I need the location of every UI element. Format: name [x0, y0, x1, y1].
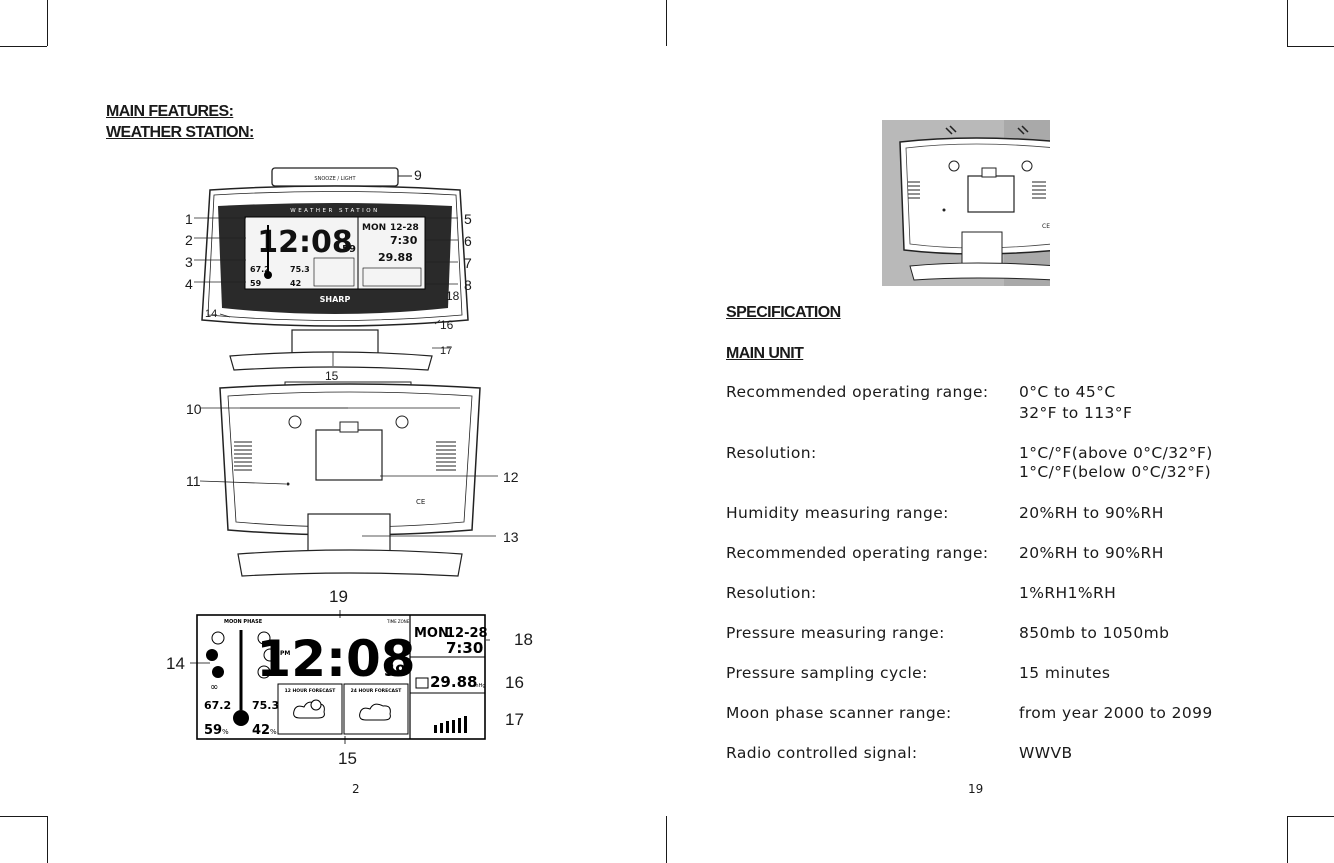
callout-6: 6 — [464, 233, 472, 249]
crop-mark — [1287, 46, 1334, 47]
weather-station-band-label: WEATHER STATION — [290, 208, 379, 214]
callout-4: 4 — [185, 276, 193, 292]
main-unit-heading: MAIN UNIT — [726, 345, 804, 362]
callout-2: 2 — [185, 232, 193, 248]
crop-mark — [47, 816, 48, 863]
callout-18-lcd: 18 — [514, 630, 533, 649]
callout-5: 5 — [464, 211, 472, 227]
front-lcd-outdoor-temp: 75.3 — [290, 265, 310, 274]
spec-label: Pressure sampling cycle: — [726, 664, 928, 682]
callout-14-lcd: 14 — [166, 654, 185, 673]
lcd-time-zone: TIME ZONE — [386, 619, 410, 624]
front-lcd-indoor-hum: 59 — [250, 279, 262, 288]
spec-value: 20%RH to 90%RH — [1019, 504, 1164, 522]
callout-17-front: 17 — [440, 345, 453, 357]
crop-mark — [666, 0, 667, 46]
page-number-left: 2 — [352, 782, 360, 796]
front-lcd-alarm: 7:30 — [390, 234, 418, 247]
spec-label: Recommended operating range: — [726, 544, 989, 562]
spec-label: Recommended operating range: — [726, 383, 989, 401]
callout-11: 11 — [186, 473, 201, 489]
callout-15-lcd: 15 — [338, 749, 357, 768]
forecast-12-label: 12 HOUR FORECAST — [285, 688, 337, 694]
spec-value: 20%RH to 90%RH — [1019, 544, 1164, 562]
lcd-indoor-temp: 67.2 — [204, 699, 231, 712]
weather-station-heading: WEATHER STATION: — [106, 124, 254, 141]
spec-value: from year 2000 to 2099 — [1019, 704, 1213, 722]
crop-mark — [47, 0, 48, 46]
crop-mark — [666, 816, 667, 863]
crop-mark — [1287, 0, 1288, 46]
specification-heading: SPECIFICATION — [726, 304, 841, 321]
spec-label: Resolution: — [726, 444, 817, 462]
moon-phase-label: MOON PHASE — [224, 619, 263, 625]
callout-13: 13 — [503, 529, 519, 545]
photo-ce-mark: CE — [1042, 223, 1050, 230]
callout-18-front: 18 — [446, 289, 460, 303]
callout-16-lcd: 16 — [505, 673, 524, 692]
callout-9: 9 — [414, 167, 422, 183]
lcd-main-time: 12:08 — [256, 630, 415, 688]
lcd-day: MON — [414, 626, 449, 641]
spec-value: 32°F to 113°F — [1019, 404, 1133, 422]
front-lcd-date: 12-28 — [390, 223, 419, 233]
spec-value: 15 minutes — [1019, 664, 1111, 682]
callout-12: 12 — [503, 469, 519, 485]
crop-mark — [1287, 816, 1334, 817]
spec-label: Pressure measuring range: — [726, 624, 945, 642]
callout-10: 10 — [186, 401, 202, 417]
spec-value: 1°C/°F(above 0°C/32°F) — [1019, 444, 1213, 462]
front-lcd-pressure: 29.88 — [378, 251, 413, 264]
front-lcd-outdoor-hum: 42 — [290, 279, 301, 288]
callout-19: 19 — [329, 587, 348, 606]
callout-1: 1 — [185, 211, 193, 227]
crop-mark — [0, 816, 47, 817]
callout-16-front: 16 — [440, 318, 454, 332]
front-lcd-seconds: 59 — [342, 244, 356, 255]
back-ce-mark: CE — [416, 498, 425, 506]
lcd-seconds: 59 — [384, 661, 406, 680]
spec-label: Humidity measuring range: — [726, 504, 949, 522]
back-view-figure: CE — [199, 381, 498, 577]
lcd-pressure: 29.88 — [430, 673, 477, 691]
lcd-alarm: 7:30 — [446, 639, 483, 657]
front-view-figure: SNOOZE / LIGHT WEATHER STATION 12:08 59 … — [194, 167, 469, 371]
page-number-right: 19 — [968, 782, 984, 796]
main-features-heading: MAIN FEATURES: — [106, 103, 234, 120]
lcd-indoor-hum-percent: % — [222, 728, 229, 736]
lcd-outdoor-temp: 75.3 — [252, 699, 279, 712]
crop-mark — [0, 46, 47, 47]
spec-value: WWVB — [1019, 744, 1073, 762]
callout-8: 8 — [464, 277, 472, 293]
spec-label: Moon phase scanner range: — [726, 704, 952, 722]
lcd-indoor-hum: 59 — [204, 723, 222, 738]
callout-14-front: 14 — [205, 308, 218, 320]
lcd-outdoor-hum-percent: % — [270, 728, 277, 736]
callout-17-lcd: 17 — [505, 710, 524, 729]
spec-value: 1°C/°F(below 0°C/32°F) — [1019, 463, 1212, 481]
spec-value: 1%RH1%RH — [1019, 584, 1117, 602]
crop-mark — [1287, 816, 1288, 863]
spec-label: Radio controlled signal: — [726, 744, 918, 762]
lcd-detail-figure: MOON PHASE PM 12:08 59 TIME ZONE MON 12-… — [190, 610, 490, 744]
spec-value: 0°C to 45°C — [1019, 383, 1116, 401]
spec-value: 850mb to 1050mb — [1019, 624, 1170, 642]
lcd-pm: PM — [280, 650, 290, 657]
forecast-24-label: 24 HOUR FORECAST — [351, 688, 403, 694]
lcd-outdoor-hum: 42 — [252, 723, 270, 738]
lcd-date: 12-28 — [446, 626, 488, 641]
lcd-infinity: ∞ — [210, 682, 218, 693]
snooze-light-label: SNOOZE / LIGHT — [314, 176, 356, 182]
spec-label: Resolution: — [726, 584, 817, 602]
lcd-pressure-unit: inHg — [474, 683, 486, 689]
sharp-brand: SHARP — [320, 295, 351, 304]
front-lcd-time: 12:08 — [257, 225, 353, 260]
front-lcd-day: MON — [362, 223, 386, 233]
callout-3: 3 — [185, 254, 193, 270]
front-lcd-indoor-temp: 67.2 — [250, 265, 270, 274]
callout-7: 7 — [464, 255, 472, 271]
back-photo: CE — [882, 120, 1050, 286]
callout-15-front: 15 — [325, 369, 339, 383]
